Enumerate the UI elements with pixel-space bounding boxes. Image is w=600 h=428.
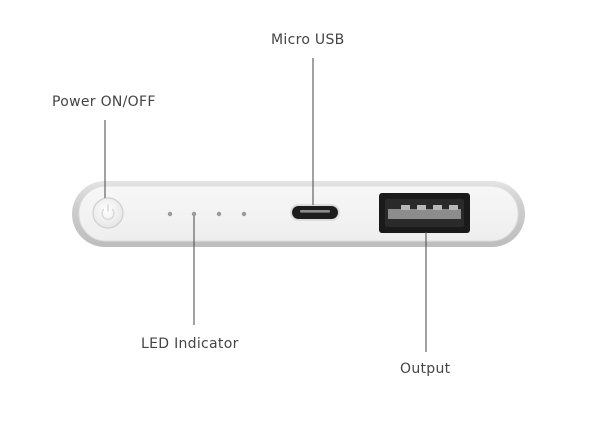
usb-pin bbox=[401, 205, 410, 210]
led-dot bbox=[191, 211, 197, 217]
micro-usb-port bbox=[290, 204, 340, 221]
usb-pin bbox=[433, 205, 442, 210]
power-icon bbox=[101, 204, 115, 221]
led-dot bbox=[241, 211, 247, 217]
power-label: Power ON/OFF bbox=[52, 94, 156, 110]
power-button bbox=[92, 197, 124, 229]
usb-output-port bbox=[379, 193, 470, 233]
led-dot bbox=[216, 211, 222, 217]
micro-usb-label: Micro USB bbox=[271, 32, 345, 48]
output-label: Output bbox=[400, 361, 451, 377]
led-dot bbox=[167, 211, 173, 217]
led-indicator-group bbox=[167, 211, 247, 217]
usb-pin bbox=[449, 205, 458, 210]
led-indicator-label: LED Indicator bbox=[141, 336, 239, 352]
leader-lines bbox=[104, 58, 427, 352]
usb-pin bbox=[417, 205, 426, 210]
